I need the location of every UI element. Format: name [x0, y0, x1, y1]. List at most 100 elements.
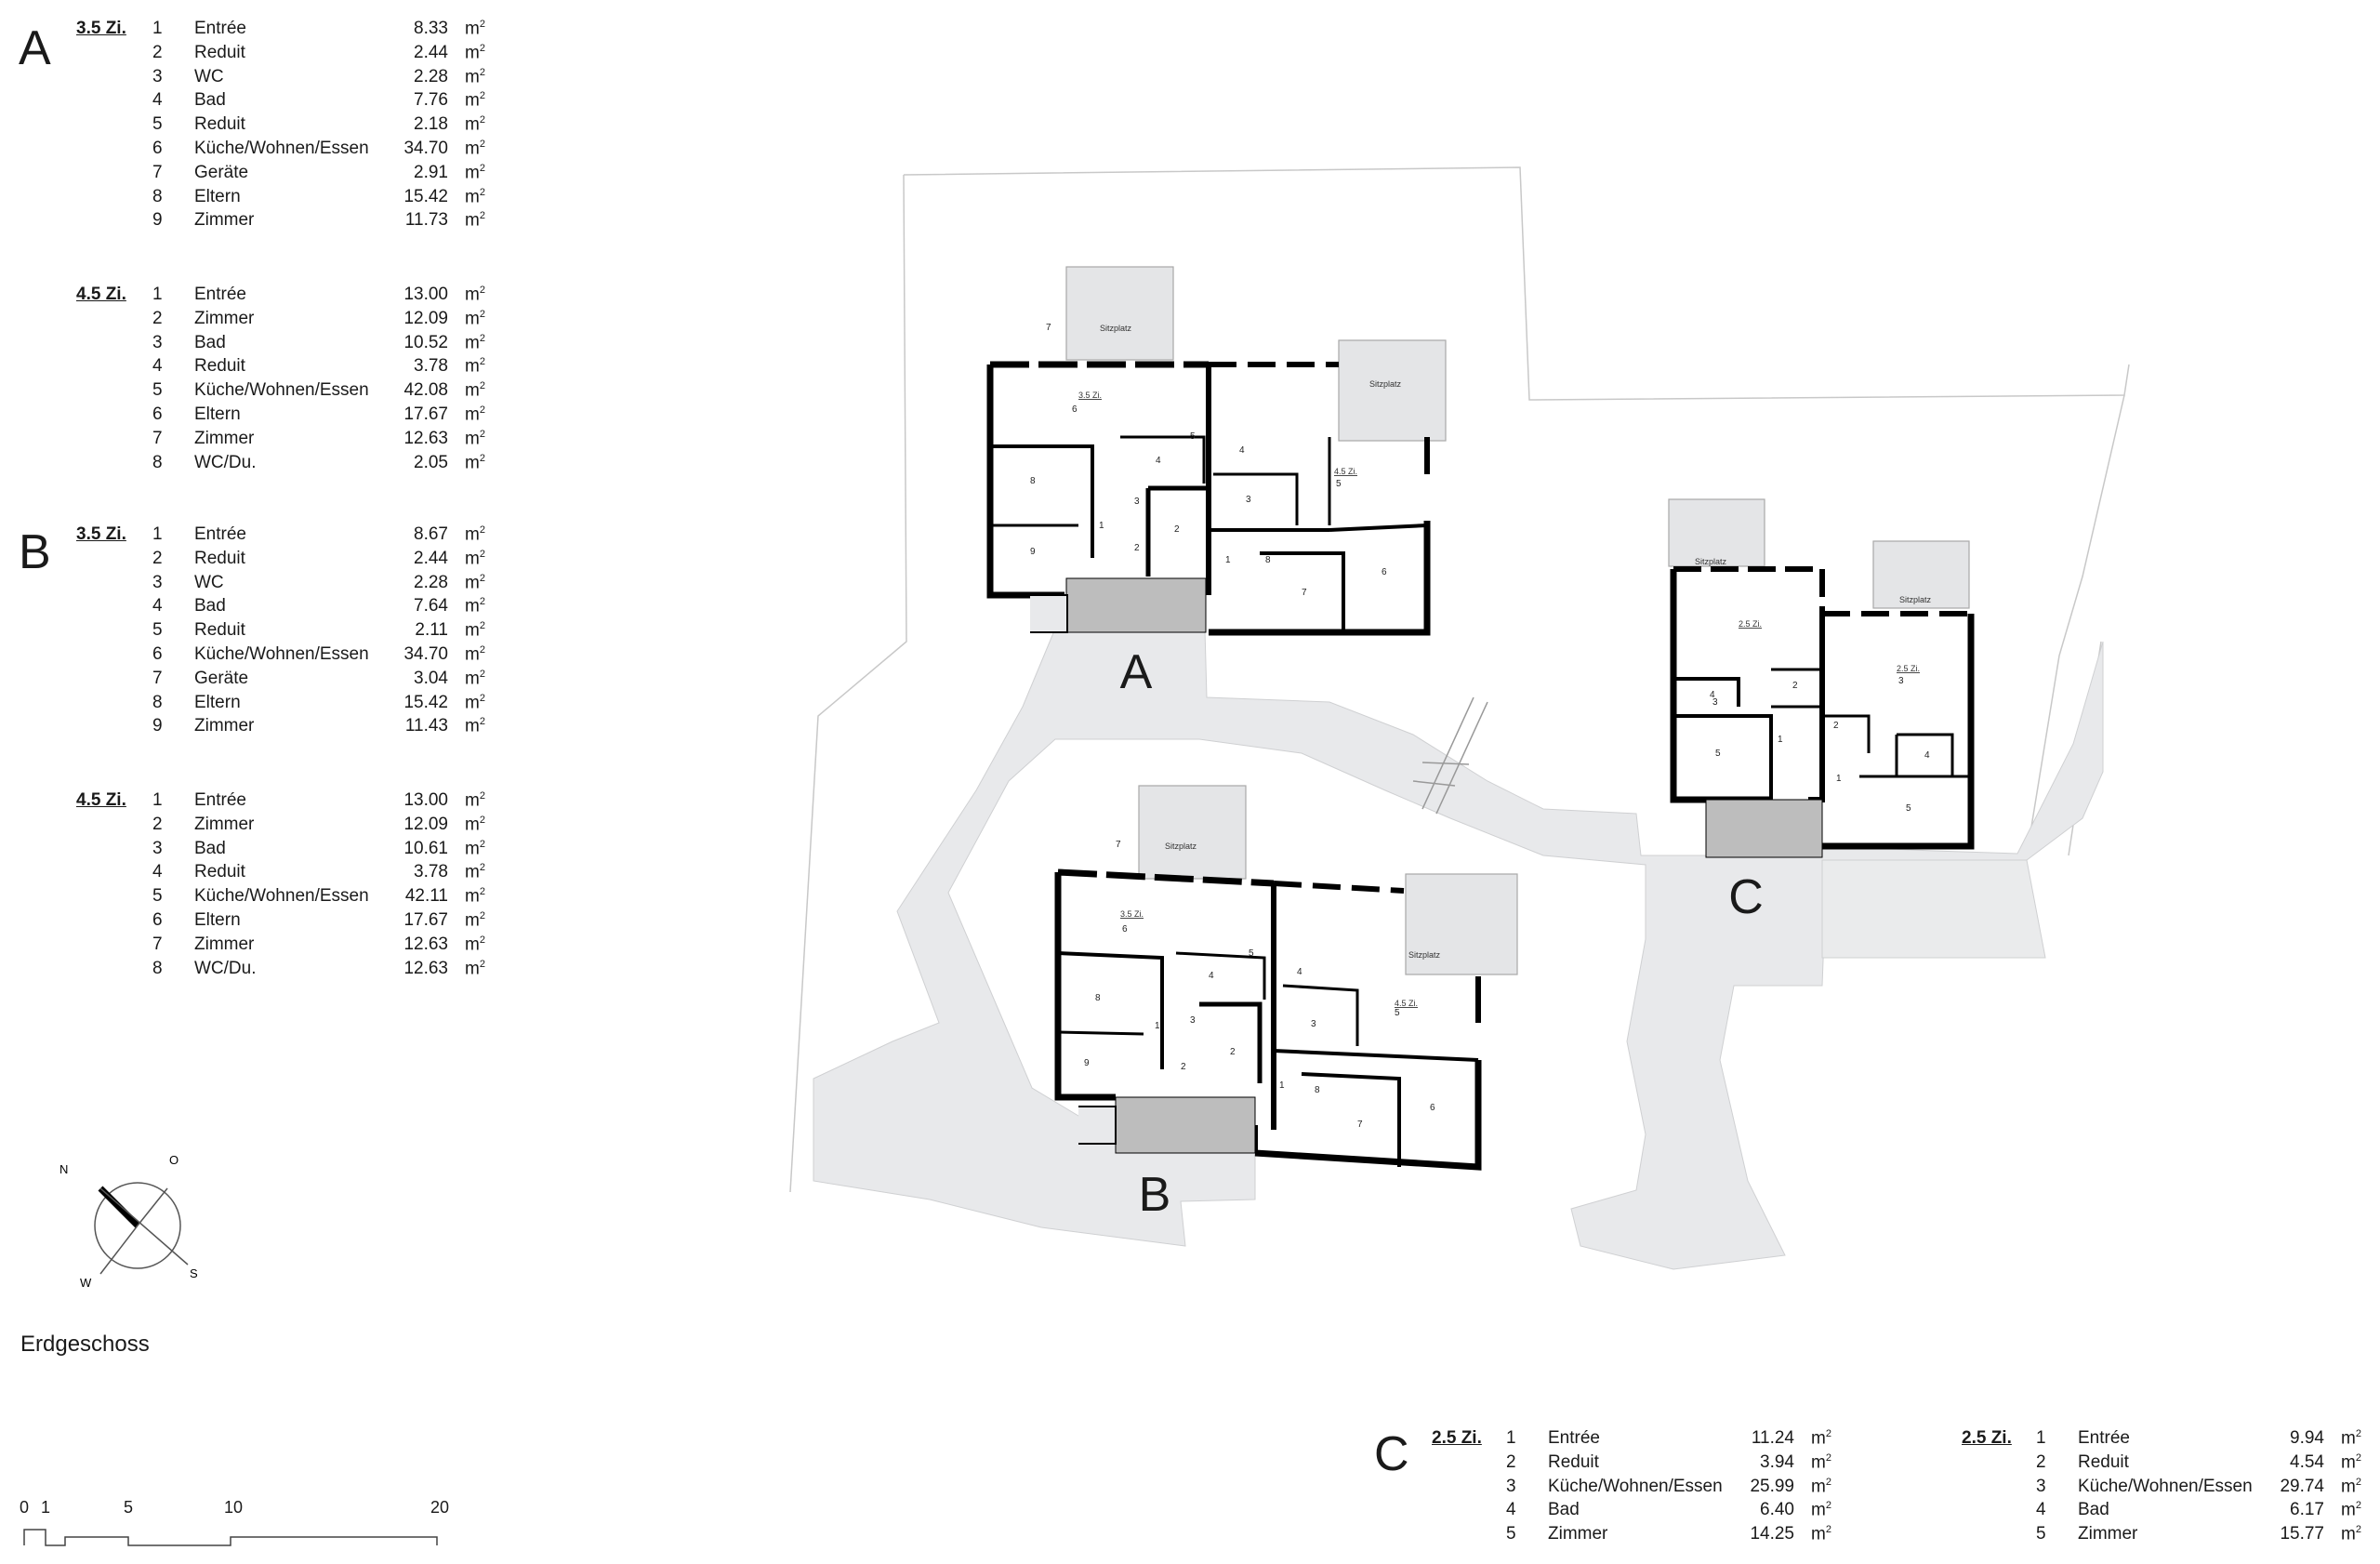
room-area: 2.05: [414, 452, 448, 472]
terrace-label: Sitzplatz: [1899, 595, 1932, 604]
room-number: 5: [152, 114, 163, 135]
room-number: 2: [2036, 1451, 2046, 1472]
room-area: 2.44: [414, 548, 448, 568]
room-name: WC/Du.: [194, 452, 257, 472]
room-area: 2.28: [414, 572, 448, 592]
area-unit: m2: [465, 210, 485, 231]
area-unit: m2: [465, 139, 485, 159]
room-name: Reduit: [194, 862, 245, 882]
room-number: 5: [152, 620, 163, 641]
room-area: 4.54: [2290, 1451, 2324, 1472]
plan-room-number: 7: [1116, 840, 1121, 850]
compass-west-label: W: [80, 1276, 92, 1290]
plan-room-number: 1: [1099, 521, 1104, 531]
room-number: 3: [152, 66, 163, 86]
plan-room-number: 3: [1712, 697, 1718, 708]
plan-unit-label: 2.5 Zi.: [1897, 664, 1920, 673]
area-unit-text: m: [465, 332, 480, 352]
room-name: Eltern: [194, 910, 241, 930]
room-name: Reduit: [194, 114, 245, 135]
plan-room-number: 2: [1174, 524, 1180, 535]
area-unit: m2: [1811, 1428, 1831, 1449]
plan-room-number: 2: [1134, 543, 1140, 553]
area-unit-text: m: [465, 43, 480, 63]
area-unit-text: m: [465, 429, 480, 449]
area-unit-text: m: [465, 815, 480, 835]
plan-room-number: 5: [1715, 749, 1721, 759]
area-unit-text: m: [465, 452, 480, 472]
area-unit-text: m: [465, 549, 480, 569]
room-number: 2: [152, 42, 163, 62]
room-name: Reduit: [194, 356, 245, 377]
plan-room-number: 5: [1906, 803, 1911, 814]
area-unit-text: m: [465, 356, 480, 377]
terrace-label: Sitzplatz: [1165, 842, 1197, 851]
room-name: Reduit: [194, 42, 245, 62]
area-unit-text: m: [465, 404, 480, 425]
plan-room-number: 1: [1836, 774, 1842, 784]
room-name: Zimmer: [194, 716, 255, 736]
area-unit: m2: [1811, 1451, 1831, 1473]
room-area: 25.99: [1750, 1476, 1794, 1496]
room-name: Reduit: [194, 548, 245, 568]
plan-room-number: 5: [1336, 479, 1342, 489]
room-area: 42.08: [403, 380, 448, 401]
area-unit-text: m: [1811, 1524, 1826, 1544]
area-unit: m2: [465, 332, 485, 352]
area-unit-text: m: [465, 186, 480, 206]
area-unit: m2: [465, 790, 485, 811]
plan-unit-label: 2.5 Zi.: [1739, 619, 1762, 629]
plan-room-number: 8: [1265, 555, 1271, 565]
area-unit-text: m: [2341, 1524, 2356, 1544]
room-name: Küche/Wohnen/Essen: [194, 380, 369, 401]
area-unit-text: m: [465, 644, 480, 665]
area-unit-text: m: [465, 66, 480, 86]
room-number: 9: [152, 210, 163, 231]
area-unit-text: m: [465, 596, 480, 616]
scale-tick-label: 0: [20, 1498, 30, 1517]
room-area: 13.00: [403, 285, 448, 304]
area-unit: m2: [465, 308, 485, 329]
room-name: Entrée: [1548, 1428, 1600, 1448]
plan-room-number: 1: [1225, 555, 1231, 565]
area-unit-text: m: [465, 790, 480, 811]
room-number: 6: [152, 910, 163, 930]
area-unit: m2: [2341, 1476, 2361, 1496]
scale-tick-label: 5: [124, 1498, 134, 1517]
room-number: 4: [2036, 1500, 2046, 1520]
area-unit: m2: [465, 42, 485, 63]
plan-room-number: 1: [1279, 1080, 1285, 1091]
terrace-label: Sitzplatz: [1408, 950, 1441, 960]
area-unit-text: m: [465, 90, 480, 111]
compass-north-label: N: [60, 1162, 68, 1176]
area-unit: m2: [465, 886, 485, 907]
plan-room-number: 2: [1833, 721, 1839, 731]
building-b: [1054, 868, 1482, 1171]
area-unit-text: m: [1811, 1476, 1826, 1496]
area-unit: m2: [465, 66, 485, 86]
room-area: 10.61: [403, 838, 448, 858]
room-number: 5: [1506, 1524, 1516, 1544]
room-name: Küche/Wohnen/Essen: [194, 139, 369, 158]
scale-tick-label: 20: [430, 1498, 450, 1517]
scale-tick-label: 10: [224, 1498, 244, 1517]
room-number: 7: [152, 668, 163, 688]
area-unit-text: m: [465, 716, 480, 736]
area-unit: m2: [465, 380, 485, 401]
room-name: Küche/Wohnen/Essen: [1548, 1476, 1723, 1496]
plan-room-number: 8: [1095, 993, 1101, 1003]
room-name: Zimmer: [1548, 1524, 1608, 1544]
unit-type-label: 3.5 Zi.: [76, 19, 126, 38]
room-number: 1: [2036, 1428, 2046, 1448]
area-unit: m2: [465, 404, 485, 425]
area-unit-text: m: [465, 862, 480, 882]
